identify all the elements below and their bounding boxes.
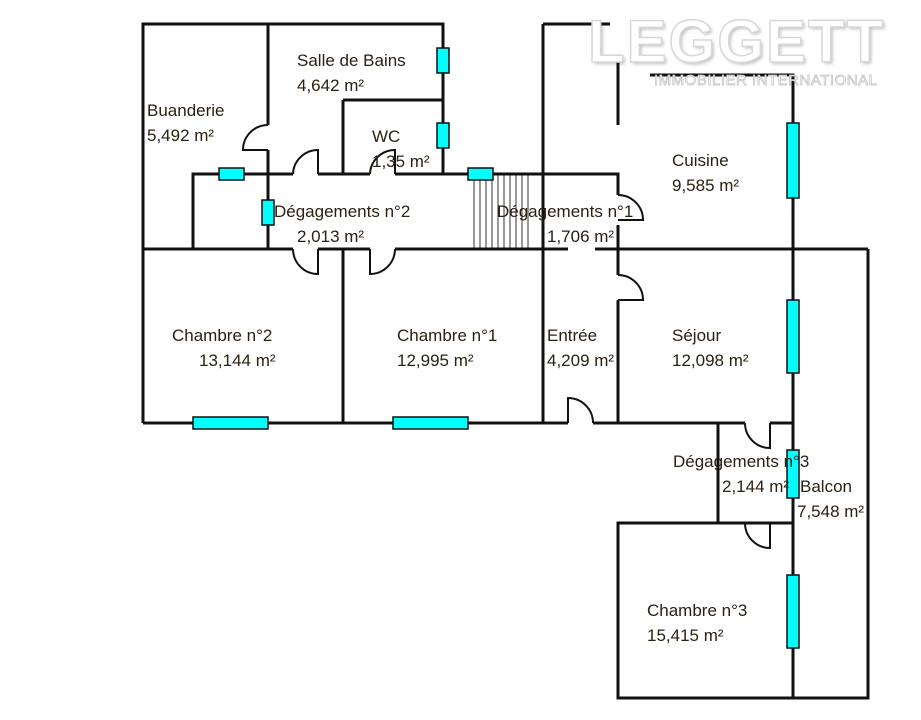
room-area: 13,144 m² [199,351,276,370]
room-label-degagements-3: Dégagements n°3 2,144 m² [673,449,809,499]
room-area: 4,209 m² [547,351,615,370]
room-name: Dégagements n°3 [673,452,810,471]
room-name: WC [372,127,401,146]
room-area: 2,013 m² [297,227,365,246]
room-label-chambre-2: Chambre n°2 13,144 m² [172,323,276,373]
room-area: 5,492 m² [147,126,215,145]
room-area: 12,995 m² [397,351,474,370]
room-name: Chambre n°3 [647,601,748,620]
door-buanderie [241,124,269,151]
room-name: Buanderie [147,101,225,120]
room-name: Dégagements n°2 [274,202,411,221]
door-chambre-2 [292,248,319,276]
room-label-entree: Entrée 4,209 m² [547,323,614,373]
door-degagements-3 [744,422,771,450]
room-label-degagements-2: Dégagements n°2 2,013 m² [274,199,410,249]
room-name: Cuisine [672,151,729,170]
room-label-chambre-1: Chambre n°1 12,995 m² [397,323,497,373]
door-wc [369,148,396,175]
door-sejour [617,274,645,301]
room-label-salle-de-bains: Salle de Bains 4,642 m² [297,48,406,98]
room-area: 1,35 m² [372,152,430,171]
room-label-chambre-3: Chambre n°3 15,415 m² [647,598,747,648]
doors [241,124,771,550]
room-area: 4,642 m² [297,76,365,95]
room-label-cuisine: Cuisine 9,585 m² [672,148,739,198]
stairs [473,174,529,249]
room-name: Balcon [800,477,852,496]
room-area: 12,098 m² [672,351,749,370]
logo-tagline: IMMOBILIER INTERNATIONAL [654,72,878,90]
logo-name: LEGGETT [587,8,886,75]
room-label-sejour: Séjour 12,098 m² [672,323,749,373]
room-area: 15,415 m² [647,626,724,645]
door-cuisine [617,194,645,221]
door-chambre-1 [369,248,396,276]
room-name: Chambre n°2 [172,326,273,345]
room-label-degagements-1: Dégagements n°1 1,706 m² [497,199,633,249]
room-label-buanderie: Buanderie 5,492 m² [147,98,225,148]
room-label-balcon: Balcon 7,548 m² [797,474,864,524]
room-name: Dégagements n°1 [497,202,634,221]
leggett-logo: LEGGETT IMMOBILIER INTERNATIONAL [587,8,908,90]
door-entree [567,396,594,424]
windows [192,47,800,649]
room-name: Entrée [547,326,598,345]
room-area: 9,585 m² [672,176,740,195]
room-name: Salle de Bains [297,51,406,70]
room-area: 2,144 m² [722,477,790,496]
room-area: 7,548 m² [797,502,865,521]
door-chambre-3 [744,522,771,550]
room-label-wc: WC 1,35 m² [372,124,430,174]
room-name: Chambre n°1 [397,326,498,345]
door-salle-de-bains [292,148,319,175]
room-name: Séjour [672,326,722,345]
room-area: 1,706 m² [547,227,615,246]
